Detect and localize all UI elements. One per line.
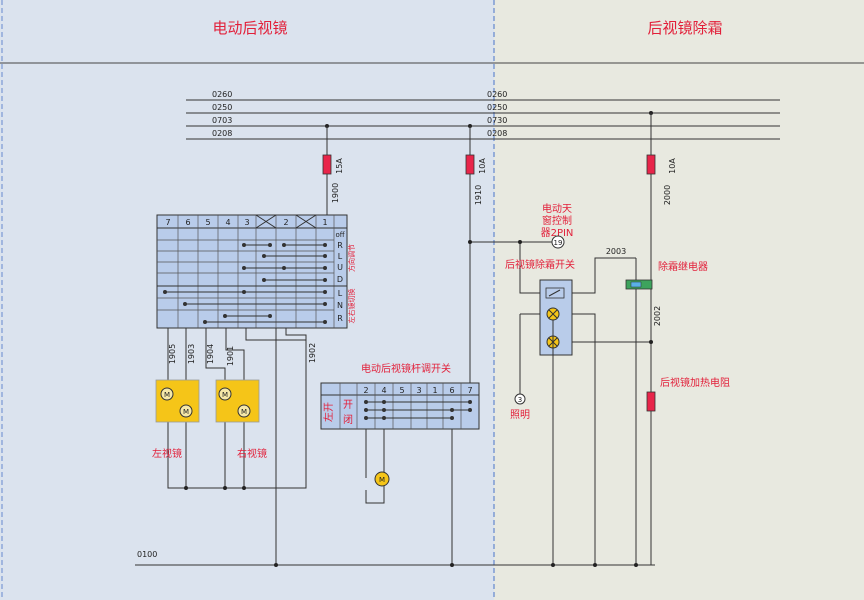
light-label: 照明 [510,409,530,421]
fuse-rating: 10A [478,158,487,174]
wire-label: 1910 [474,185,483,205]
header-left: 电动后视镜 [212,19,287,37]
fuse-rating: 15A [335,158,344,174]
light-pin: 3 [518,396,522,404]
switch-col: 2 [283,218,288,227]
lever-col: 6 [449,386,454,395]
defrost-circuit: 电动天窗控制器2PIN 19 后视镜除霜开关 2003 3 照明 除霜继电器 2… [468,202,730,565]
wire-label: 1904 [206,344,215,364]
heater-resistor [646,391,656,412]
wire-label: 1905 [168,344,177,364]
bus-label: 0260 [212,90,232,99]
bus-label: 0703 [212,116,232,125]
switch-row: R [337,314,343,323]
bus-label: 0260 [487,90,507,99]
switch-col: 3 [244,218,249,227]
wire-label: 2002 [653,306,662,326]
side-label: 左右镜切换 [347,289,356,324]
switch-row: L [338,252,343,261]
bus-label: 0250 [487,103,507,112]
ground-bus: 0100 [135,550,655,567]
relay-label: 除霜继电器 [658,260,708,273]
switch-row: D [337,275,343,284]
switch-col: 1 [322,218,327,227]
wire-label: 1900 [331,183,340,203]
wire-label: 2000 [663,185,672,205]
lever-side-label: 左开 [322,402,335,422]
switch-row: N [337,301,343,310]
left-mirror-label: 左视镜 [152,447,182,460]
fuse-3: 10A 2000 [646,113,677,395]
wire-label: 1903 [187,344,196,364]
controller-pin: 19 [554,239,563,247]
motor-icon: M [164,391,170,399]
switch-col: 7 [165,218,170,227]
lever-col: 1 [432,386,437,395]
right-mirror-label: 右视镜 [237,447,267,460]
switch-row: off [335,231,344,239]
lever-col: 4 [381,386,386,395]
wire-label: 2003 [606,247,626,256]
lever-col: 7 [467,386,472,395]
heater-label: 后视镜加热电阻 [660,376,730,389]
switch-col: 5 [205,218,210,227]
switch-col: 6 [185,218,190,227]
defrost-switch-label: 后视镜除霜开关 [505,258,575,271]
fuse-1: 15A 1900 [322,126,344,215]
header-right: 后视镜除霜 [647,19,722,37]
lever-col: 5 [399,386,404,395]
lever-switch: 电动后视镜杆调开关 2 4 5 3 1 6 7 左开 开 闭 M [320,362,480,565]
mirror-wiring: 1905 1903 1904 1901 1902 [167,328,317,565]
switch-row: R [337,241,343,250]
lever-state: 闭 [343,413,353,426]
switch-row: L [338,289,343,298]
switch-row: U [337,263,343,272]
switch-col: 4 [225,218,230,227]
bus-label: 0208 [487,129,507,138]
left-mirror: M M 左视镜 [152,379,200,460]
fuse-rating: 10A [668,158,677,174]
bus-label: 0250 [212,103,232,112]
lever-switch-title: 电动后视镜杆调开关 [361,362,451,375]
lever-col: 2 [363,386,368,395]
wire-label: 1902 [308,343,317,363]
bus-lines: 0260 0250 0703 0208 0260 0250 0730 0208 [186,90,780,140]
motor-icon: M [222,391,228,399]
lever-state: 开 [343,400,353,411]
side-label: 方向调节 [347,244,356,272]
ground-label: 0100 [137,550,157,559]
controller-label: 电动天窗控制器2PIN [541,202,574,239]
right-mirror: M M 右视镜 [215,379,267,460]
lever-col: 3 [416,386,421,395]
motor-icon: M [241,408,247,416]
bus-label: 0208 [212,129,232,138]
motor-icon: M [379,476,385,484]
mirror-adjust-switch: 7 6 5 4 3 2 1 off R L U D L N R 方向调节 左右镜… [156,214,356,329]
bus-label: 0730 [487,116,507,125]
motor-icon: M [183,408,189,416]
fuse-2: 10A 1910 [465,126,487,400]
wire-label: 1901 [226,346,235,366]
